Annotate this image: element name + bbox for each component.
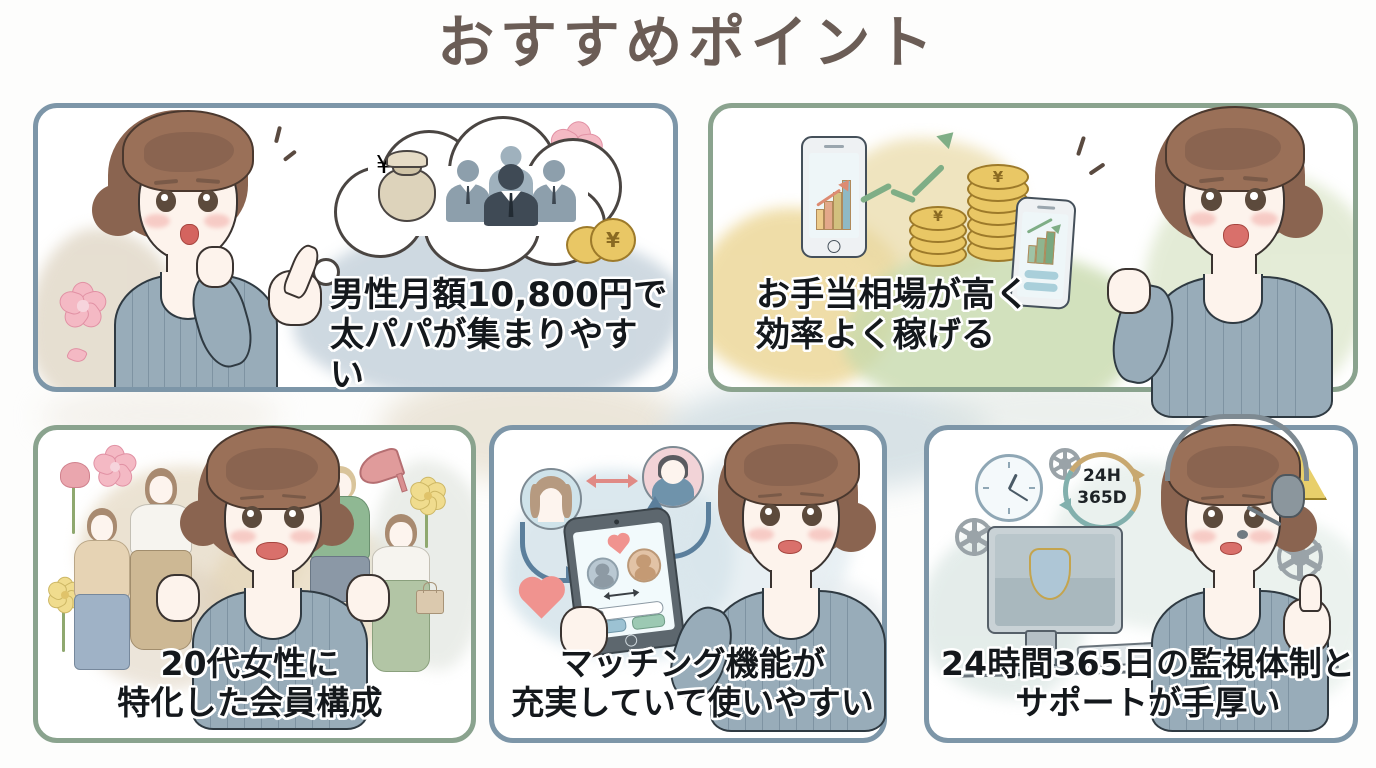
smartphone-chart-icon [801, 136, 867, 258]
card-4-caption: マッチング機能が 充実していて使いやすい [511, 644, 874, 722]
sparkle-icon-2 [1088, 162, 1106, 176]
holding-hand-icon [560, 606, 608, 658]
pink-flower-icon [90, 444, 140, 491]
sparkle-icon [1076, 135, 1086, 157]
page-title: おすすめポイント [437, 10, 939, 76]
curved-arrow-head-right [647, 496, 663, 509]
businessmen-group-icon [446, 146, 576, 226]
gear-icon-1 [1049, 448, 1081, 480]
double-arrow-icon [586, 474, 638, 488]
shield-icon [1029, 548, 1071, 600]
cycle-badge-24h-365d: 24H 365D [1055, 444, 1149, 538]
pointing-hand-icon [256, 241, 328, 326]
screen-double-arrow [603, 587, 641, 601]
sunflower-stem [425, 502, 428, 548]
card-1-caption: 男性月額10,800円で 太パパが集まりやすい [330, 275, 668, 396]
rising-arrow-icon [859, 125, 965, 218]
gear-icon-3 [1277, 533, 1323, 581]
badge-line-2: 365D [1077, 488, 1127, 508]
crowd-woman-1 [74, 508, 130, 670]
point-card-5: 24H 365D ! [924, 414, 1358, 743]
heart-icon-screen [609, 535, 628, 554]
handbag-icon [416, 590, 444, 614]
sakura-flower-icon [56, 281, 110, 333]
crowd-woman-2 [130, 468, 192, 650]
card-2-caption: お手当相場が高く 効率よく稼げる [756, 275, 1030, 356]
screen-avatar-1 [584, 555, 621, 592]
screen-button-green [631, 613, 666, 630]
card-1-illustration: ¥ [38, 108, 673, 387]
gold-coin-icon-2 [590, 218, 636, 262]
card-3-caption: 20代女性に 特化した会員構成 [117, 644, 383, 722]
card-5-caption: 24時間365日の監視体制と サポートが手厚い [940, 644, 1356, 722]
wall-clock-icon [975, 454, 1043, 522]
point-card-1: ¥ [33, 103, 678, 392]
crowd-woman-3 [310, 466, 370, 636]
curved-arrow-icon-right [654, 502, 711, 559]
daisy-stem [62, 598, 65, 652]
coin-stack-icon-short: ¥ [909, 206, 967, 268]
woman-illustration [68, 108, 318, 387]
monitor-icon [987, 526, 1123, 634]
tulip-icon [60, 462, 90, 488]
money-bag-icon: ¥ [376, 150, 436, 222]
screen-avatar-2 [625, 546, 664, 585]
badge-line-1: 24H [1083, 466, 1121, 486]
yellow-daisy-icon [44, 576, 86, 614]
warning-triangle-icon: ! [1271, 450, 1327, 500]
sunflower-icon [406, 476, 450, 516]
tulip-stem [72, 482, 75, 534]
